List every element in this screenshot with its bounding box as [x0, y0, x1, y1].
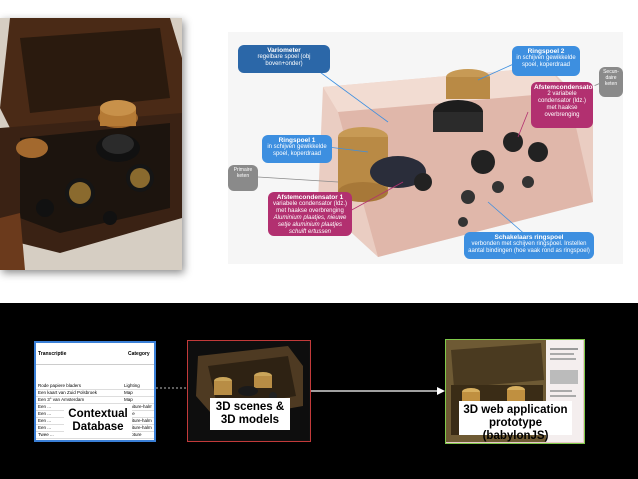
- cell-transcriptie: Rode papiere bladers: [38, 383, 82, 388]
- cell-category: Map: [124, 390, 133, 395]
- cell-transcriptie: Een ...: [38, 404, 52, 409]
- cell-category: Lighting: [124, 383, 140, 388]
- web-app-label: 3D web application prototype (babylonJS): [459, 401, 572, 442]
- callout-ringspoel-1-text: in schijven gewikkelde spoel, koperdraad: [267, 144, 327, 157]
- cell-category: ...rniture-halm: [124, 418, 152, 423]
- callout-schakelaars-text: verbonden met schijven ringspoel. Instel…: [468, 241, 590, 254]
- callout-secundaire-text: Secun- daire keten: [603, 69, 619, 87]
- callout-afstem1-text: variabele condensator (ldz.) met haakse …: [272, 201, 348, 214]
- table-row: Twee ... ...ulpture: [36, 432, 154, 439]
- contextual-database-label-text: Contextual Database: [68, 408, 128, 433]
- column-header-category: Category: [128, 351, 150, 357]
- annotated-3d-render: Variometer regelbare spoel (obj boven+on…: [228, 32, 623, 264]
- 3d-scenes-label: 3D scenes & 3D models: [210, 398, 290, 430]
- callout-ringspoel-2-title: Ringspoel 2: [527, 48, 565, 55]
- contextual-database-label: Contextual Database: [64, 405, 132, 437]
- callout-primaire-text: Primaire keten: [233, 167, 253, 179]
- callout-ringspoel-1-title: Ringspoel 1: [278, 137, 316, 144]
- callout-variometer-text: regelbare spoel (obj boven+onder): [257, 54, 311, 67]
- callout-variometer-title: Variometer: [267, 47, 301, 54]
- callout-ringspoel-2: Ringspoel 2 in schijven gewikkelde spoel…: [512, 46, 580, 76]
- callout-ringspoel-2-text: in schijven gewikkelde spoel, koperdraad: [516, 55, 576, 68]
- cell-category: ...ulpture: [124, 432, 142, 437]
- cell-category: ...nniture-halm: [124, 404, 152, 409]
- cell-category: ...rniture-halm: [124, 425, 152, 430]
- callout-afstemcondensator-2: Afstemcondensator 2 variabele condensato…: [531, 82, 596, 128]
- table-row: Een kaart van Zuid Polsbroek Map: [36, 390, 154, 397]
- callout-variometer: Variometer regelbare spoel (obj boven+on…: [238, 45, 330, 73]
- callout-afstem1-italic: Aluminium plaatjes, nieuwe setje alumini…: [273, 215, 347, 235]
- callout-ringspoel-1: Ringspoel 1 in schijven gewikkelde spoel…: [262, 135, 332, 163]
- dashed-connector: [156, 387, 190, 389]
- callout-schakelaars-title: Schakelaars ringspoel: [494, 234, 564, 241]
- cell-transcriptie: Een ...: [38, 425, 52, 430]
- callout-primaire-keten: Primaire keten: [228, 165, 258, 191]
- table-row: Een 3° van Amsterdam Map: [36, 397, 154, 404]
- arrow-connector: [311, 387, 445, 395]
- callout-afstem2-title: Afstemcondensator: [534, 84, 596, 91]
- web-app-label-text: 3D web application prototype (babylonJS): [463, 404, 568, 442]
- cell-transcriptie: Een ...: [38, 418, 52, 423]
- cell-transcriptie: Twee ...: [38, 432, 54, 437]
- callout-afstemcondensator-1: Afstemcondensator 1 variabele condensato…: [268, 192, 352, 236]
- column-header-transcriptie: Transcriptie: [38, 351, 67, 357]
- table-row: Rode papiere bladers Lighting: [36, 383, 154, 390]
- cell-transcriptie: Een ...: [38, 411, 52, 416]
- cell-transcriptie: Een kaart van Zuid Polsbroek: [38, 390, 98, 395]
- callout-secundaire-keten: Secun- daire keten: [599, 67, 623, 97]
- callout-afstem2-text: 2 variabele condensator (ldz.) met haaks…: [537, 91, 587, 118]
- cell-category: Map: [124, 397, 133, 402]
- callout-afstem1-title: Afstemcondensator 1: [276, 194, 344, 201]
- callout-schakelaars-ringspoel: Schakelaars ringspoel verbonden met schi…: [464, 232, 594, 259]
- radio-photo: [0, 18, 182, 270]
- cell-transcriptie: Een 3° van Amsterdam: [38, 397, 85, 402]
- 3d-scenes-label-text: 3D scenes & 3D models: [215, 401, 285, 426]
